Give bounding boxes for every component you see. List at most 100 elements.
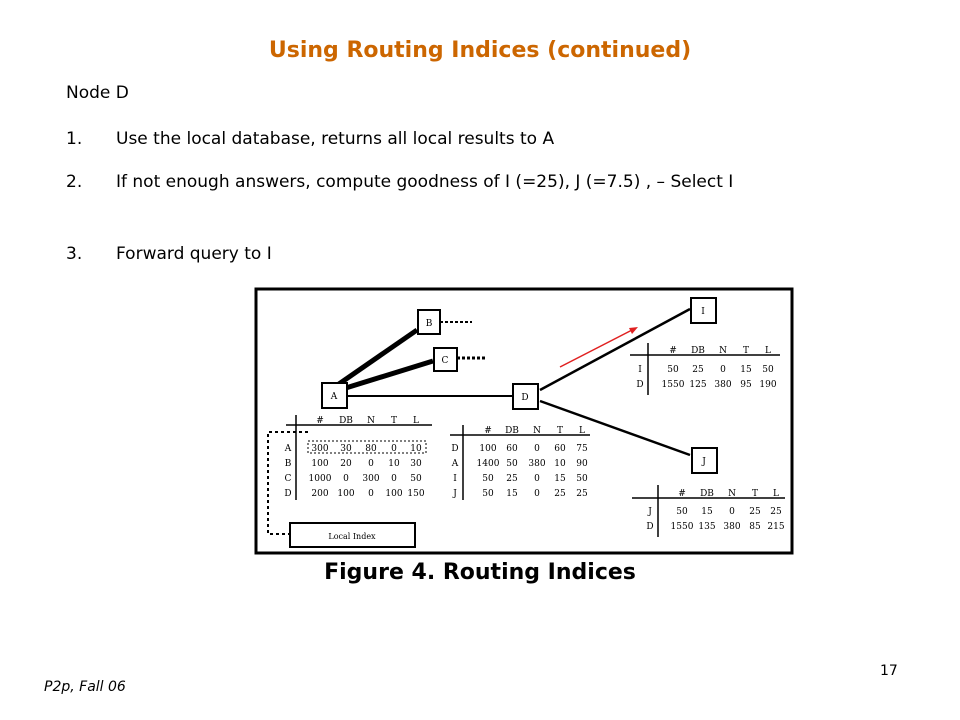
col-header: N (367, 416, 375, 426)
figure-caption: Figure 4. Routing Indices (324, 560, 636, 585)
table-cell: 10 (554, 459, 566, 469)
table-cell: 25 (770, 507, 782, 517)
table-cell: 100 (385, 489, 402, 499)
node-i-label: I (701, 307, 705, 317)
col-header: T (557, 426, 563, 436)
col-header: T (752, 489, 758, 499)
table-cell: 0 (534, 444, 540, 454)
node-i (690, 297, 717, 324)
table-node-d: # DB N T L D 100 60 0 60 75 A 1400 50 38… (450, 425, 590, 500)
table-cell: 0 (391, 474, 397, 484)
table-cell: 15 (740, 365, 752, 375)
node-b (417, 309, 441, 335)
table-cell: 125 (689, 380, 706, 390)
table-row: C 1000 0 300 0 50 (285, 474, 422, 484)
table-cell: 75 (576, 444, 588, 454)
col-header: L (579, 426, 585, 436)
table-cell: 1400 (477, 459, 500, 469)
routing-indices-figure: B C A D I J Local Index # DB N T L A 300… (254, 287, 794, 555)
node-d-label: D (521, 393, 528, 403)
col-header: L (413, 416, 419, 426)
table-cell: 0 (368, 459, 374, 469)
item-text: If not enough answers, compute goodness … (116, 172, 734, 192)
table-cell: 0 (368, 489, 374, 499)
item-number: 3. (66, 244, 83, 264)
table-cell: 380 (723, 522, 740, 532)
table-cell: B (285, 459, 292, 469)
table-cell: 50 (676, 507, 688, 517)
table-cell: 0 (729, 507, 735, 517)
edge-d-i (539, 307, 691, 392)
table-cell: 80 (365, 444, 377, 454)
table-cell: 300 (362, 474, 379, 484)
table-node-i: # DB N T L I 50 25 0 15 50 D 1550 125 38… (630, 343, 780, 395)
table-cell: 1550 (662, 380, 685, 390)
local-index-link (267, 431, 308, 535)
table-cell: 15 (554, 474, 566, 484)
table-cell: 30 (340, 444, 352, 454)
table-row: I 50 25 0 15 50 (453, 474, 588, 484)
table-cell: D (284, 489, 291, 499)
red-arrow (559, 328, 635, 368)
table-cell: 1000 (309, 474, 332, 484)
table-cell: 50 (506, 459, 518, 469)
table-cell: 0 (391, 444, 397, 454)
table-row: D 1550 135 380 85 215 (646, 522, 784, 532)
table-cell: J (452, 489, 457, 499)
table-row: D 100 60 0 60 75 (451, 444, 588, 454)
table-cell: 300 (311, 444, 328, 454)
col-header: DB (505, 426, 519, 436)
table-cell: 30 (410, 459, 422, 469)
local-index-label: Local Index (328, 532, 376, 541)
col-header: DB (700, 489, 714, 499)
table-cell: 25 (576, 489, 588, 499)
node-b-label: B (426, 319, 433, 329)
table-cell: 200 (311, 489, 328, 499)
table-node-a: # DB N T L A 300 30 80 0 10 B 100 20 0 1… (284, 415, 432, 500)
item-number: 2. (66, 172, 83, 192)
table-cell: 50 (410, 474, 422, 484)
table-cell: 215 (767, 522, 784, 532)
table-row: D 200 100 0 100 150 (284, 489, 424, 499)
node-j-label: J (701, 457, 706, 467)
col-header: # (484, 426, 492, 436)
col-header: DB (691, 346, 705, 356)
col-header: T (743, 346, 749, 356)
red-arrow-head (629, 327, 638, 334)
table-cell: 0 (343, 474, 349, 484)
table-row: D 1550 125 380 95 190 (636, 380, 776, 390)
table-cell: 90 (576, 459, 588, 469)
slide-title: Using Routing Indices (continued) (268, 38, 692, 63)
table-cell: 25 (554, 489, 566, 499)
table-cell: C (285, 474, 292, 484)
item-text: Forward query to I (116, 244, 272, 264)
node-a-label: A (330, 392, 338, 402)
table-cell: 0 (720, 365, 726, 375)
table-cell: 10 (388, 459, 400, 469)
slide-subtitle: Node D (66, 83, 129, 103)
col-header: L (765, 346, 771, 356)
edge-a-c (335, 358, 434, 394)
col-header: DB (339, 416, 353, 426)
table-cell: 25 (749, 507, 761, 517)
table-cell: 50 (576, 474, 588, 484)
table-cell: D (636, 380, 643, 390)
table-cell: A (284, 444, 292, 454)
table-cell: 50 (667, 365, 679, 375)
local-row-highlight (307, 440, 427, 454)
table-cell: 50 (482, 489, 494, 499)
table-cell: 380 (714, 380, 731, 390)
table-row: I 50 25 0 15 50 (638, 365, 774, 375)
table-cell: A (451, 459, 459, 469)
edge-a-b (334, 327, 419, 389)
col-header: N (533, 426, 541, 436)
table-cell: 15 (701, 507, 713, 517)
item-text: Use the local database, returns all loca… (116, 129, 555, 149)
table-cell: 1550 (671, 522, 694, 532)
table-cell: 60 (554, 444, 566, 454)
col-header: T (391, 416, 397, 426)
table-cell: 135 (698, 522, 715, 532)
col-header: L (773, 489, 779, 499)
table-cell: 190 (759, 380, 776, 390)
table-cell: 10 (410, 444, 422, 454)
